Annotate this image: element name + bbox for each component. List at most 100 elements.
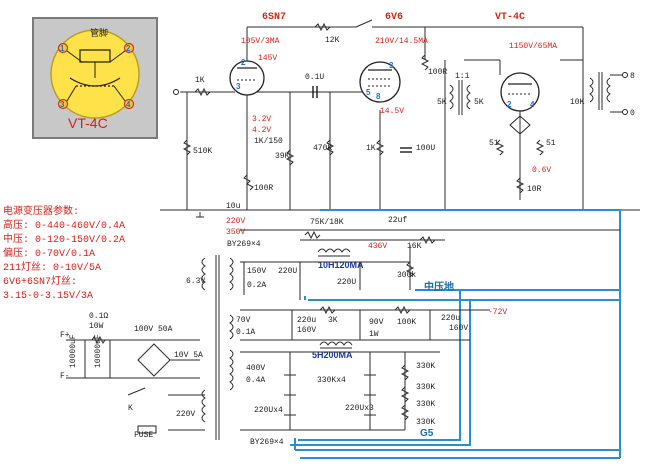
c-220u-a-label: 220U bbox=[278, 267, 297, 276]
c-01u-label: 0.1U bbox=[305, 73, 324, 82]
mid-ground-label: 中压地 bbox=[424, 280, 454, 293]
choke2-label: 5H200MA bbox=[312, 350, 353, 360]
svg-text:3: 3 bbox=[236, 82, 241, 91]
ground-symbol bbox=[196, 212, 204, 218]
zener-label: 90V bbox=[369, 318, 384, 327]
transformer-secondaries bbox=[168, 255, 234, 440]
svg-text:2: 2 bbox=[507, 100, 512, 109]
ground-return-blue bbox=[290, 289, 620, 446]
tube-vt4c: 2 4 bbox=[500, 72, 540, 135]
tube-title-vt4c: VT-4C bbox=[495, 12, 525, 23]
sec-01a-label: 0.1A bbox=[236, 328, 255, 337]
fuse-symbol bbox=[137, 425, 157, 434]
r-100k-label: 100K bbox=[397, 318, 416, 327]
c-160v-b-label: 160V bbox=[449, 324, 468, 333]
supply-350v-label: 350V bbox=[226, 228, 245, 237]
sec-70v-label: 70V bbox=[236, 316, 251, 325]
r-input-label: 1K bbox=[195, 76, 205, 85]
r-39k-label: 39K bbox=[275, 152, 290, 161]
r-330kx4-label: 330Kx4 bbox=[317, 376, 346, 385]
tube-6v6: 3 5 8 bbox=[359, 61, 401, 103]
transformers bbox=[449, 72, 611, 115]
tube-6sn7: 2 3 bbox=[229, 58, 265, 96]
xfmr-5k-b-label: 5K bbox=[474, 98, 484, 107]
v3-bias-voltage: 0.6V bbox=[532, 166, 551, 175]
transformer-spec: 电源变压器参数: 高压: 0-440-460V/0.4A 中压: 0-120-1… bbox=[3, 204, 125, 302]
c-22uf-label: 22uf bbox=[388, 216, 407, 225]
spec-line-2: 中压: 0-120-150V/0.2A bbox=[3, 232, 125, 246]
svg-text:4: 4 bbox=[530, 100, 535, 109]
f-minus-label: F- bbox=[60, 372, 70, 381]
v1-plate-voltage: 105V/3MA bbox=[241, 37, 280, 46]
r-10w-label: 10W bbox=[89, 322, 104, 331]
pin-4 bbox=[123, 98, 135, 110]
svg-text:3: 3 bbox=[389, 61, 394, 70]
supply-220v-label: 220V bbox=[226, 217, 245, 226]
r-330k-4-label: 330K bbox=[416, 418, 435, 427]
sec-04a-label: 0.4A bbox=[246, 376, 265, 385]
xfmr-5k-a-label: 5K bbox=[437, 98, 447, 107]
c-10000-a-label: 10000uF bbox=[69, 334, 78, 368]
pinout-tube-name: VT-4C bbox=[68, 115, 108, 131]
resistors-top bbox=[182, 22, 545, 194]
output-terminal-0 bbox=[622, 109, 628, 115]
g5-label: G5 bbox=[420, 428, 434, 439]
v1-cathode2-voltage: 4.2V bbox=[252, 126, 271, 135]
r-300k-label: 300k bbox=[397, 271, 416, 280]
svg-text:8: 8 bbox=[376, 92, 381, 101]
r-51-a-label: 51 bbox=[489, 139, 499, 148]
r-1k-b-label: 1K bbox=[366, 144, 376, 153]
r-01-label: 0.1Ω bbox=[89, 312, 108, 321]
output-8-label: 8 bbox=[630, 72, 635, 81]
r-1k150-label: 1K/150 bbox=[254, 137, 283, 146]
f-plus-label: F+ bbox=[60, 331, 70, 340]
ground-rail-blue bbox=[294, 209, 621, 459]
spec-title: 电源变压器参数: bbox=[3, 204, 79, 218]
spec-line-3: 偏压: 0-70V/0.1A bbox=[3, 246, 95, 260]
sec-02a-label: 0.2A bbox=[247, 281, 266, 290]
tube-title-6sn7: 6SN7 bbox=[262, 12, 286, 23]
v2-plate-voltage: 210V/14.5MA bbox=[375, 37, 428, 46]
c-100u-label: 100U bbox=[416, 144, 435, 153]
r-100r-b-label: 100R bbox=[428, 68, 447, 77]
v2-cathode-voltage: 14.5V bbox=[380, 107, 404, 116]
neg-bias-label: -72V bbox=[488, 308, 507, 317]
bridge1-label: BY269×4 bbox=[227, 240, 261, 249]
r-75k-label: 75K/18K bbox=[310, 218, 344, 227]
xfmr-ratio-label: 1:1 bbox=[455, 72, 470, 81]
r-330k-2-label: 330K bbox=[416, 383, 435, 392]
choke1-label: 10H120MA bbox=[318, 260, 364, 270]
c-10000-b-label: 10000uF bbox=[94, 334, 103, 368]
zener-watt-label: 1W bbox=[369, 330, 379, 339]
output-0-label: 0 bbox=[630, 109, 635, 118]
c-160v-label: 160V bbox=[297, 326, 316, 335]
pin-3-label: 3 bbox=[60, 100, 65, 109]
tube-title-6v6: 6V6 bbox=[385, 12, 403, 23]
output-10k-label: 10K bbox=[570, 98, 585, 107]
spec-line-6: 3.15-0-3.15V/3A bbox=[3, 290, 93, 302]
r-12k-label: 12K bbox=[325, 36, 340, 45]
switch-k-label: K bbox=[128, 404, 133, 413]
pin-4-label: 4 bbox=[126, 100, 131, 109]
hv-mid-wiring bbox=[240, 229, 620, 300]
pin-2-label: 2 bbox=[126, 44, 131, 53]
spec-line-4: 211灯丝: 0-10V/5A bbox=[3, 261, 101, 274]
v3-plate-voltage: 1150V/65MA bbox=[509, 42, 557, 51]
svg-text:2: 2 bbox=[241, 58, 246, 67]
output-terminal-8 bbox=[622, 72, 628, 78]
pin-3 bbox=[57, 98, 69, 110]
supply-436v-label: 436V bbox=[368, 242, 387, 251]
filament-supply bbox=[66, 335, 200, 379]
hv-supply-wiring bbox=[240, 341, 440, 431]
spec-line-5: 6V6+6SN7灯丝: bbox=[3, 275, 77, 288]
bridge2-label: BY269×4 bbox=[250, 438, 284, 447]
pinout-cap-label: 管脚 bbox=[90, 27, 108, 38]
sec-150v-label: 150V bbox=[247, 267, 266, 276]
pin-2 bbox=[123, 42, 135, 54]
v1-plate2-voltage: 145V bbox=[258, 54, 277, 63]
sec-10v-label: 10V 5A bbox=[174, 351, 203, 360]
c-220u-b-label: 220U bbox=[337, 278, 356, 287]
switch-symbol bbox=[127, 387, 146, 396]
